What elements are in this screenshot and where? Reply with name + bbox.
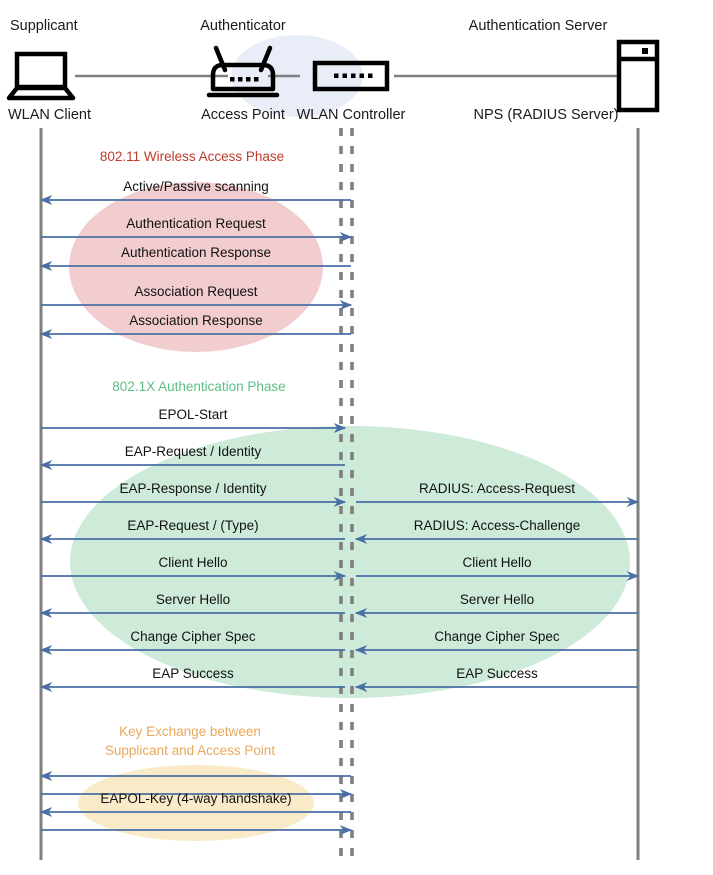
laptop-base bbox=[6, 85, 76, 101]
actor-caption-supplicant: WLAN Client bbox=[8, 107, 91, 123]
actor-role-access-point: Authenticator bbox=[200, 18, 286, 34]
phase-8021x-label-line-0: 802.1X Authentication Phase bbox=[112, 379, 286, 394]
switch-led-5 bbox=[368, 73, 373, 78]
message-label-left-12: EAP Success bbox=[152, 666, 234, 681]
server-chassis bbox=[616, 39, 660, 113]
switch-body bbox=[312, 60, 390, 92]
phase-8021x-ellipse bbox=[70, 426, 630, 698]
phase-80211-ellipse bbox=[69, 182, 323, 352]
phase-80211-label-line-0: 802.11 Wireless Access Phase bbox=[99, 149, 285, 164]
actor-role-auth-server: Authentication Server bbox=[468, 18, 608, 34]
phase-8021x-label: 802.1X Authentication Phase bbox=[24, 377, 374, 396]
message-label-left-15: EAPOL-Key (4-way handshake) bbox=[100, 791, 292, 806]
actor-role-supplicant: Supplicant bbox=[10, 18, 78, 34]
message-label-left-11: Change Cipher Spec bbox=[130, 629, 256, 644]
message-label-left-7: EAP-Response / Identity bbox=[119, 481, 267, 496]
laptop-icon bbox=[6, 51, 76, 101]
switch-led-1 bbox=[334, 73, 339, 78]
laptop-screen bbox=[14, 51, 68, 90]
message-label-left-8: EAP-Request / (Type) bbox=[127, 518, 259, 533]
phase-80211-label: 802.11 Wireless Access Phase bbox=[17, 147, 367, 166]
server-status-led bbox=[642, 48, 648, 54]
message-label-left-9: Client Hello bbox=[158, 555, 228, 570]
network-switch-icon bbox=[312, 60, 390, 92]
message-label-right-5: EAP Success bbox=[456, 666, 538, 681]
phase-key-exchange-label-line-1: Supplicant and Access Point bbox=[104, 743, 276, 758]
message-label-left-2: Authentication Response bbox=[120, 245, 272, 260]
message-label-left-0: Active/Passive scanning bbox=[123, 179, 269, 194]
lifeline-layer bbox=[39, 128, 640, 860]
phase-ellipse-layer bbox=[69, 35, 630, 841]
phase-key-exchange-label-line-0: Key Exchange between bbox=[119, 724, 261, 739]
router-led-3 bbox=[246, 77, 251, 82]
wireless-router-icon bbox=[206, 45, 280, 98]
message-label-right-4: Change Cipher Spec bbox=[434, 629, 560, 644]
actor-caption-wlan-controller: WLAN Controller bbox=[296, 107, 406, 123]
message-label-left-4: Association Response bbox=[129, 313, 263, 328]
actor-caption-access-point: Access Point bbox=[201, 107, 285, 123]
message-label-left-3: Association Request bbox=[134, 284, 258, 299]
switch-led-3 bbox=[351, 73, 356, 78]
message-label-right-1: RADIUS: Access-Challenge bbox=[413, 518, 581, 533]
message-label-right-3: Server Hello bbox=[459, 592, 535, 607]
server-tower-icon bbox=[616, 39, 660, 113]
router-led-1 bbox=[230, 77, 235, 82]
message-label-right-2: Client Hello bbox=[462, 555, 532, 570]
router-body bbox=[210, 62, 276, 92]
message-arrow-layer bbox=[39, 194, 640, 836]
message-label-right-0: RADIUS: Access-Request bbox=[418, 481, 576, 496]
topology-layer bbox=[6, 39, 660, 113]
message-label-left-6: EAP-Request / Identity bbox=[124, 444, 262, 459]
switch-led-4 bbox=[359, 73, 364, 78]
switch-led-2 bbox=[342, 73, 347, 78]
message-label-left-10: Server Hello bbox=[155, 592, 231, 607]
actor-caption-auth-server: NPS (RADIUS Server) bbox=[473, 107, 619, 123]
message-label-left-5: EPOL-Start bbox=[158, 407, 228, 422]
message-label-left-1: Authentication Request bbox=[126, 216, 266, 231]
router-led-2 bbox=[238, 77, 243, 82]
router-led-4 bbox=[254, 77, 259, 82]
phase-key-exchange-ellipse bbox=[78, 765, 314, 841]
